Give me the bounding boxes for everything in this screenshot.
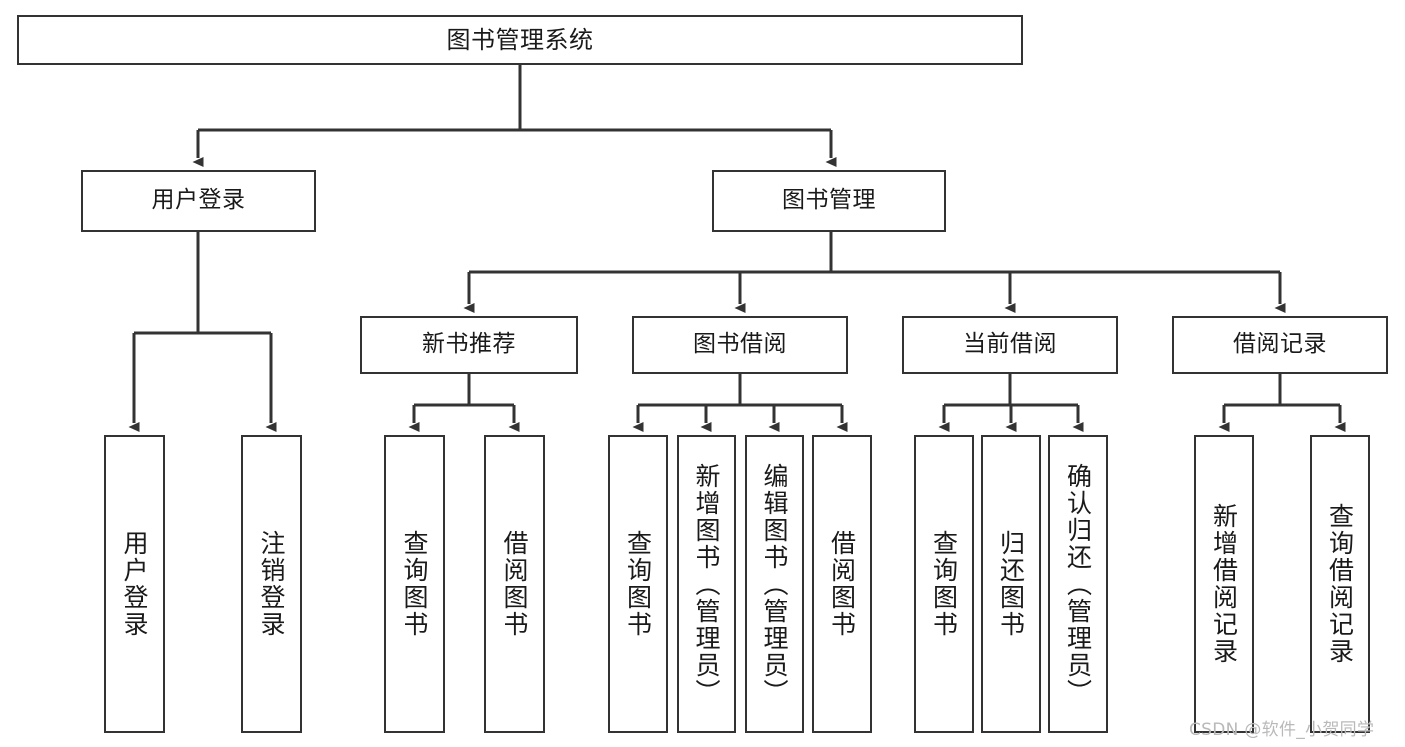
leaf-current-borrow-return[interactable]: 归还图书 <box>981 435 1041 733</box>
node-label: 确认归还（管理员） <box>1063 462 1093 706</box>
leaf-book-borrow-add[interactable]: 新增图书（管理员） <box>677 435 736 733</box>
leaf-user-login-signin[interactable]: 用户登录 <box>104 435 165 733</box>
node-label: 编辑图书（管理员） <box>760 462 789 706</box>
node-current-borrow[interactable]: 当前借阅 <box>902 316 1118 374</box>
node-book-management[interactable]: 图书管理 <box>712 170 946 232</box>
node-label: 借阅图书 <box>827 530 857 638</box>
node-label: 查询图书 <box>623 530 653 638</box>
csdn-watermark: CSDN @软件_小贺同学 <box>1189 715 1374 740</box>
node-label: 图书借阅 <box>693 331 787 358</box>
leaf-borrow-record-query[interactable]: 查询借阅记录 <box>1310 435 1370 733</box>
leaf-user-login-logout[interactable]: 注销登录 <box>241 435 302 733</box>
node-book-borrow[interactable]: 图书借阅 <box>632 316 848 374</box>
node-root-book-management-system[interactable]: 图书管理系统 <box>17 15 1023 65</box>
node-borrow-record[interactable]: 借阅记录 <box>1172 316 1388 374</box>
node-label: 图书管理系统 <box>446 25 594 54</box>
node-new-book-recommend[interactable]: 新书推荐 <box>360 316 578 374</box>
watermark-text: CSDN @软件_小贺同学 <box>1189 720 1375 740</box>
node-user-login[interactable]: 用户登录 <box>81 170 316 232</box>
leaf-current-borrow-query[interactable]: 查询图书 <box>914 435 974 733</box>
node-label: 查询图书 <box>929 530 959 638</box>
leaf-book-borrow-query[interactable]: 查询图书 <box>608 435 668 733</box>
leaf-current-borrow-confirm-return[interactable]: 确认归还（管理员） <box>1048 435 1108 733</box>
node-label: 归还图书 <box>996 530 1026 638</box>
node-label: 新增图书（管理员） <box>692 462 721 706</box>
leaf-book-borrow-edit[interactable]: 编辑图书（管理员） <box>745 435 804 733</box>
node-label: 当前借阅 <box>963 331 1057 358</box>
leaf-borrow-record-add[interactable]: 新增借阅记录 <box>1194 435 1254 733</box>
node-label: 查询图书 <box>400 530 429 638</box>
node-label: 借阅记录 <box>1233 331 1327 358</box>
leaf-new-book-borrow[interactable]: 借阅图书 <box>484 435 545 733</box>
node-label: 查询借阅记录 <box>1325 503 1355 665</box>
leaf-book-borrow-lend[interactable]: 借阅图书 <box>812 435 872 733</box>
node-label: 注销登录 <box>257 530 286 638</box>
node-label: 新增借阅记录 <box>1209 503 1239 665</box>
node-label: 借阅图书 <box>500 530 529 638</box>
leaf-new-book-query[interactable]: 查询图书 <box>384 435 445 733</box>
node-label: 新书推荐 <box>422 331 516 358</box>
node-label: 用户登录 <box>151 187 246 214</box>
node-label: 用户登录 <box>120 530 149 638</box>
node-label: 图书管理 <box>782 187 876 214</box>
